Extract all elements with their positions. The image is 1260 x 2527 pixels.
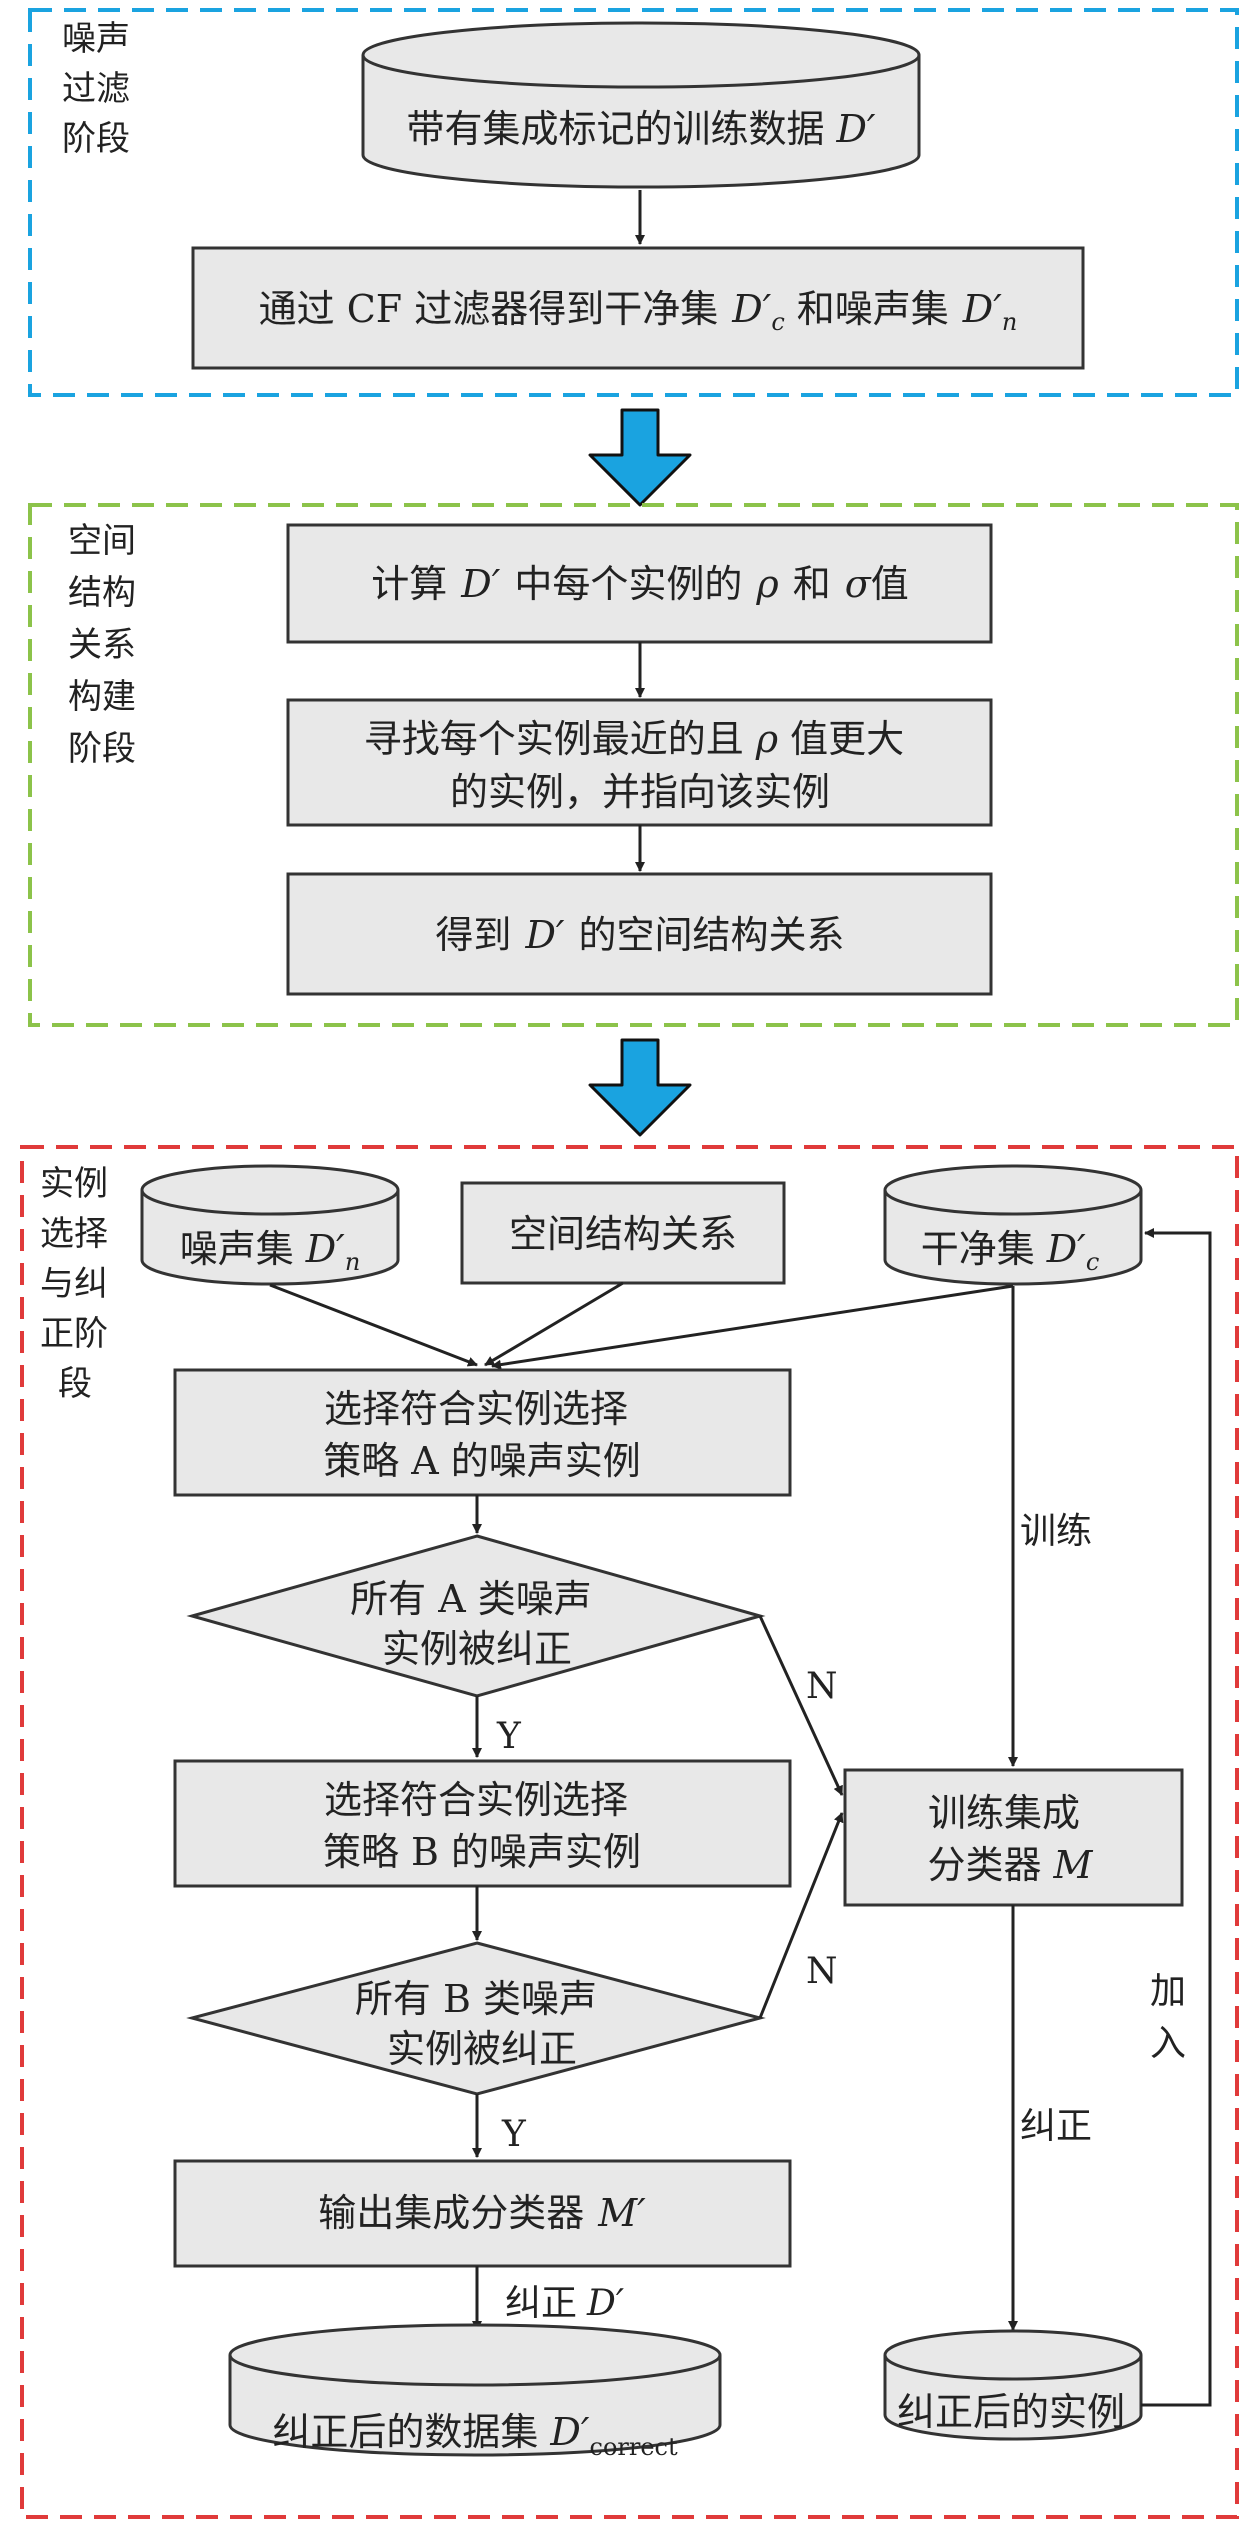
edge-corrected-to-clean-loop [1141, 1228, 1212, 2407]
stage-spatial-structure-label: 空间 结构 关系 构建 阶段 [68, 521, 147, 769]
spatial-relation-box [460, 1181, 786, 1285]
clean-set-cylinder [883, 1164, 1143, 1286]
noise-set-cylinder [140, 1164, 400, 1286]
training-data-cylinder [361, 21, 921, 189]
edge-label-no-a: N [806, 1666, 838, 1707]
edge-clean-to-select-a [491, 1284, 1014, 1370]
select-b-box [173, 1759, 792, 1888]
edge-label-yes-a: Y [496, 1716, 522, 1757]
stage-noise-filter-label: 噪声 过滤 阶段 [62, 19, 141, 159]
edge-noise-to-select-a [269, 1283, 478, 1367]
corrected-dataset-cylinder [228, 2323, 722, 2457]
spatial-relation-label: 空间结构关系 [509, 1212, 737, 1256]
train-classifier-box [843, 1768, 1184, 1907]
find-nearest-box [286, 698, 993, 827]
edge-check-b-no [758, 1812, 844, 2019]
stage-spatial-structure-frame [28, 503, 1239, 1027]
cf-filter-box [191, 246, 1085, 370]
compute-rho-sigma-box [286, 523, 993, 644]
get-structure-box [286, 872, 993, 996]
check-a-label: 所有 A 类噪声 实例被纠正 [350, 1577, 604, 1671]
edge-label-no-b: N [806, 1951, 838, 1992]
corrected-instances-label: 纠正后的实例 [897, 2390, 1125, 2434]
edge-label-yes-b: Y [501, 2114, 527, 2155]
edge-check-a-no [758, 1615, 844, 1796]
select-a-label: 选择符合实例选择 策略 A 的噪声实例 [323, 1387, 641, 1483]
output-classifier-box [173, 2159, 792, 2268]
stage-transition-arrow-2 [588, 1038, 692, 1137]
edge-spatial-to-select-a [484, 1281, 624, 1367]
select-a-box [173, 1368, 792, 1497]
stage-transition-arrow-1 [588, 408, 692, 507]
check-b-label: 所有 B 类噪声 实例被纠正 [355, 1977, 609, 2071]
stage-noise-filter-frame [28, 8, 1239, 397]
select-b-label: 选择符合实例选择 策略 B 的噪声实例 [323, 1778, 641, 1874]
edge-label-train: 训练 [1020, 1511, 1092, 1552]
edge-label-add: 加 入 [1150, 1971, 1197, 2064]
edge-label-correct: 纠正 [1020, 2106, 1092, 2147]
corrected-instances-cylinder [883, 2329, 1143, 2441]
stage-selection-correction-label: 实例 选择 与纠 正阶 段 [40, 1164, 119, 1404]
